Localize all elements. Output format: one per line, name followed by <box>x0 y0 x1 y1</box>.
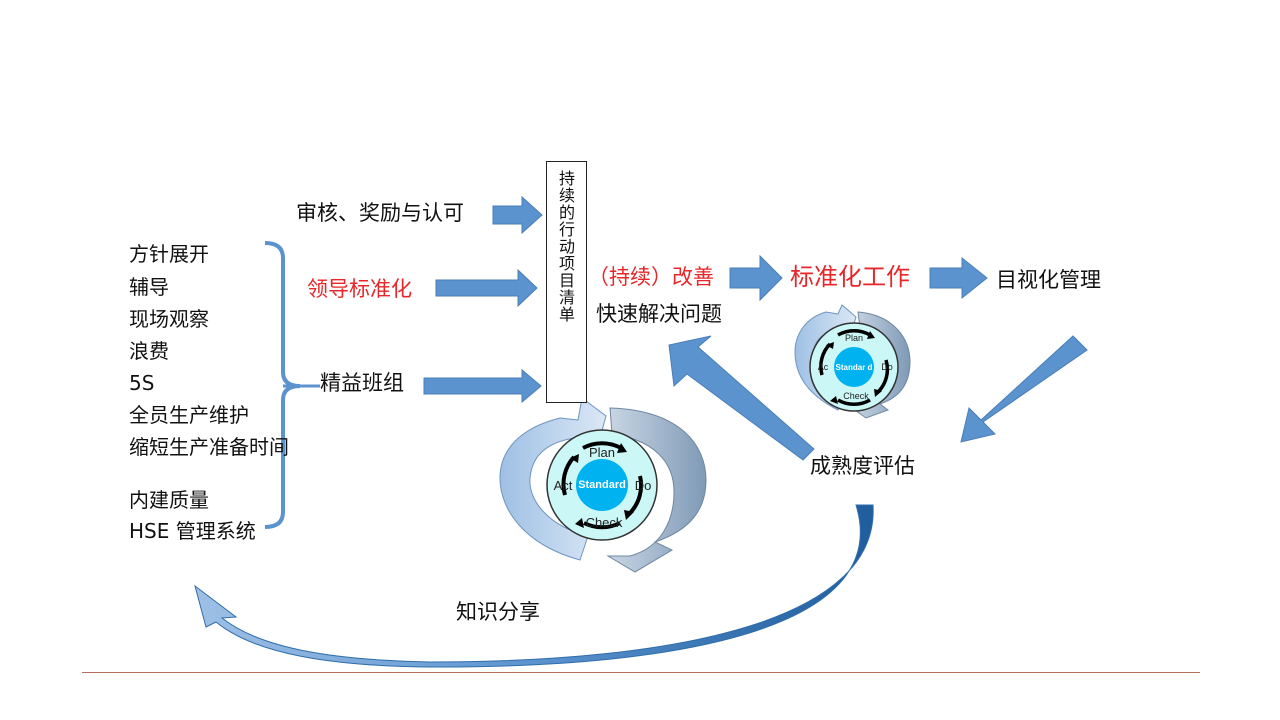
list-item: 内建质量 <box>129 488 209 512</box>
lean-team-label: 精益班组 <box>320 371 404 395</box>
pdca-small-act: Ac <box>818 362 829 372</box>
visual-management-label: 目视化管理 <box>996 268 1101 292</box>
action-list-box: 持续的行动项目清单 <box>546 161 587 403</box>
audit-label: 审核、奖励与认可 <box>296 201 464 225</box>
arrow-visual-to-maturity <box>960 335 1088 443</box>
standard-work-label: 标准化工作 <box>790 263 910 291</box>
arrow-maturity-to-improve <box>668 335 815 461</box>
pdca-large-check: Check <box>586 515 623 530</box>
pdca-large-plan: Plan <box>589 445 615 460</box>
pdca-small-center: Standar d <box>836 363 873 372</box>
pdca-large-center: Standard <box>578 479 626 491</box>
arrow-lean-to-list <box>423 368 542 404</box>
knowledge-sharing-label: 知识分享 <box>456 600 540 624</box>
arrow-leader-to-list <box>435 268 538 308</box>
pdca-large-do: Do <box>635 478 652 493</box>
list-item: 全员生产维护 <box>129 403 249 427</box>
pdca-small-plan: Plan <box>845 333 863 343</box>
list-item: 5S <box>129 371 155 395</box>
pdca-cycle-small <box>794 304 911 419</box>
arrow-improve-to-standard <box>729 254 783 302</box>
leader-standard-label: 领导标准化 <box>307 277 412 301</box>
improvement-title: （持续）改善 <box>588 265 714 289</box>
list-item: 方针展开 <box>129 242 209 266</box>
arrow-knowledge-sharing <box>194 504 874 668</box>
list-item: 浪费 <box>129 339 169 363</box>
pdca-small-check: Check <box>843 391 869 401</box>
list-item: 现场观察 <box>129 307 209 331</box>
pdca-large-act: Act <box>554 478 573 493</box>
pdca-small-do: Do <box>881 362 893 372</box>
list-item: 缩短生产准备时间 <box>129 435 289 459</box>
maturity-assessment-label: 成熟度评估 <box>810 454 915 478</box>
list-item: HSE 管理系统 <box>129 519 256 543</box>
bottom-divider <box>82 672 1200 673</box>
pdca-cycle-large <box>499 397 707 573</box>
list-item: 辅导 <box>129 275 169 299</box>
action-list-text: 持续的行动项目清单 <box>556 170 575 323</box>
improvement-subtitle: 快速解决问题 <box>596 302 722 326</box>
arrow-audit-to-list <box>492 195 543 235</box>
arrow-standard-to-visual <box>929 256 988 300</box>
